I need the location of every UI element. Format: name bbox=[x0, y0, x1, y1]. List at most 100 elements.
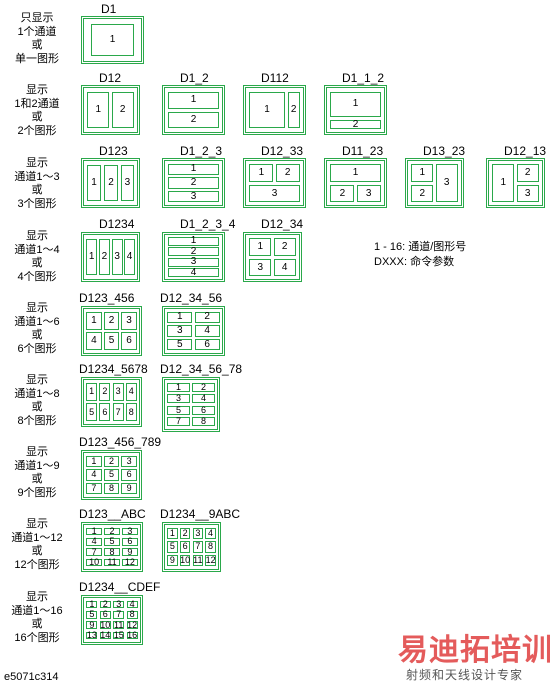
channel-cell: 1 bbox=[86, 238, 98, 276]
channel-cell: 9 bbox=[167, 555, 178, 567]
layout-code: D123 bbox=[99, 144, 128, 158]
layout-code: D112 bbox=[261, 71, 289, 85]
channel-cell: 11 bbox=[192, 555, 204, 567]
channel-cell: 6 bbox=[121, 469, 137, 481]
row-label-line: 显示 bbox=[26, 591, 48, 603]
channel-cell: 6 bbox=[99, 610, 111, 619]
row-label-line: 通道1～6 bbox=[14, 315, 60, 328]
channel-cell: 8 bbox=[125, 403, 137, 422]
row-label-line: 或 bbox=[31, 473, 43, 485]
watermark-title: 易迪拓培训 bbox=[398, 634, 550, 667]
channel-cell: 1 bbox=[87, 91, 110, 129]
channel-cell: 1 bbox=[86, 455, 102, 467]
channel-cell: 3 bbox=[121, 455, 137, 467]
channel-cell: 2 bbox=[103, 311, 120, 330]
channel-cell: 1 bbox=[168, 91, 219, 110]
layout-code: D1_1_2 bbox=[342, 71, 385, 85]
channel-cell: 4 bbox=[86, 332, 102, 351]
channel-cell: 3 bbox=[516, 184, 539, 203]
channel-cell: 16 bbox=[126, 630, 138, 640]
channel-cell: 5 bbox=[167, 405, 190, 415]
row-label-line: 或 bbox=[31, 257, 43, 269]
channel-cell: 3 bbox=[120, 164, 135, 202]
channel-cell: 1 bbox=[167, 311, 193, 323]
channel-cell: 3 bbox=[356, 184, 381, 203]
row-label-line: 或 bbox=[31, 111, 43, 123]
row-label-line: 通道1～3 bbox=[14, 170, 60, 183]
channel-cell: 6 bbox=[179, 541, 191, 553]
legend-line: 1 - 16: 通道/图形号 bbox=[374, 241, 467, 253]
channel-cell: 1 bbox=[249, 237, 272, 257]
channel-cell: 11 bbox=[104, 558, 120, 567]
channel-cell: 9 bbox=[121, 483, 137, 495]
layout-code: D123__ABC bbox=[79, 507, 146, 521]
channel-cell: 6 bbox=[122, 537, 138, 546]
channel-cell: 2 bbox=[111, 91, 134, 129]
row-label-line: 显示 bbox=[26, 374, 48, 386]
layout-code: D12 bbox=[99, 71, 122, 85]
channel-cell: 3 bbox=[249, 184, 300, 203]
channel-cell: 2 bbox=[179, 527, 191, 539]
layout-code: D12_33 bbox=[261, 144, 304, 158]
channel-cell: 10 bbox=[99, 619, 111, 630]
channel-cell: 1 bbox=[86, 382, 98, 401]
channel-cell: 8 bbox=[104, 547, 120, 556]
layout-code: D12_34 bbox=[261, 217, 304, 231]
channel-cell: 10 bbox=[86, 558, 102, 567]
channel-cell: 1 bbox=[90, 24, 135, 56]
figure-id: e5071c314 bbox=[4, 671, 59, 683]
layout-code: D1_2 bbox=[180, 71, 209, 85]
channel-cell: 4 bbox=[124, 238, 135, 276]
channel-cell: 3 bbox=[111, 238, 123, 276]
channel-cell: 1 bbox=[249, 163, 274, 183]
channel-cell: 2 bbox=[194, 311, 220, 323]
channel-cell: 7 bbox=[112, 403, 124, 422]
channel-cell: 1 bbox=[86, 527, 102, 536]
channel-cell: 2 bbox=[411, 184, 434, 203]
channel-cell: 6 bbox=[192, 405, 215, 415]
row-label-line: 只显示 bbox=[20, 12, 54, 24]
row-label-line: 2个图形 bbox=[17, 124, 57, 137]
channel-cell: 11 bbox=[113, 619, 125, 630]
watermark-subtitle: 射频和天线设计专家 bbox=[406, 668, 524, 682]
row-label-line: 3个图形 bbox=[17, 197, 57, 210]
channel-cell: 2 bbox=[168, 177, 219, 189]
channel-cell: 1 bbox=[168, 163, 219, 176]
channel-cell: 2 bbox=[287, 91, 300, 129]
channel-cell: 1 bbox=[492, 163, 515, 203]
channel-cell: 12 bbox=[205, 555, 216, 567]
channel-cell: 12 bbox=[126, 619, 138, 630]
row-label-line: 6个图形 bbox=[17, 342, 57, 355]
channel-cell: 15 bbox=[113, 630, 125, 640]
layout-code: D1_2_3 bbox=[180, 144, 223, 158]
channel-cell: 5 bbox=[167, 541, 178, 553]
channel-cell: 5 bbox=[167, 339, 193, 351]
channel-cell: 6 bbox=[121, 332, 137, 351]
channel-cell: 4 bbox=[205, 527, 216, 539]
channel-cell: 1 bbox=[330, 163, 381, 183]
channel-cell: 1 bbox=[86, 164, 102, 202]
channel-cell: 1 bbox=[86, 311, 102, 330]
row-label-line: 通道1～9 bbox=[14, 459, 60, 472]
row-label-line: 通道1～12 bbox=[11, 531, 63, 544]
